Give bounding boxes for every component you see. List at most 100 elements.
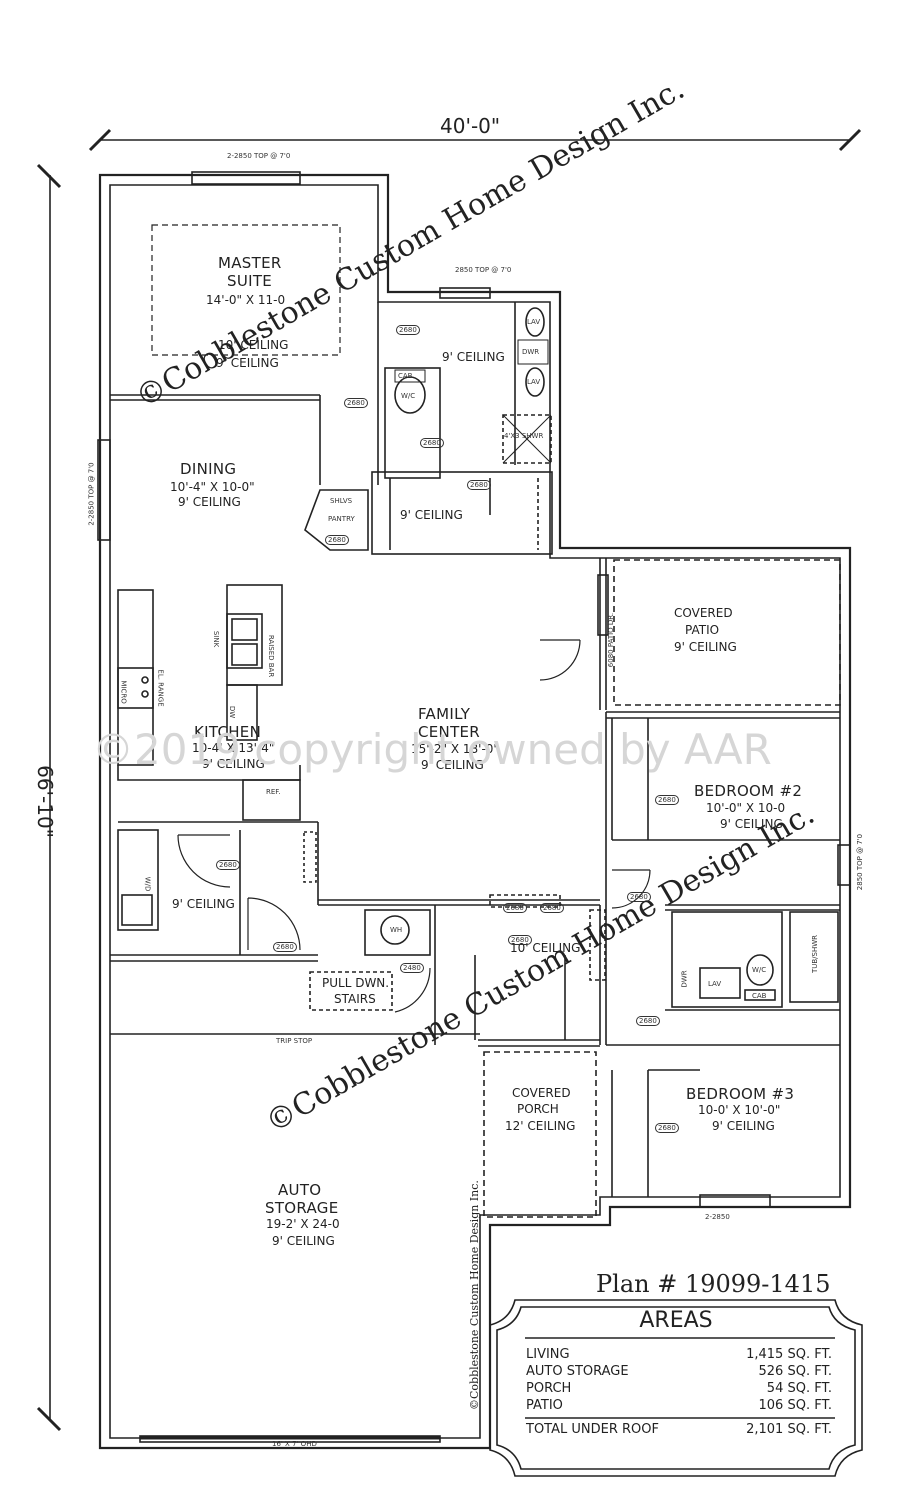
- bedroom3-ceiling: 9' CEILING: [712, 1119, 775, 1133]
- garage-size: 19-2' X 24-0: [266, 1217, 340, 1231]
- areas-row-label: PATIO: [526, 1398, 563, 1413]
- patio-name-2: PATIO: [685, 623, 720, 637]
- garage-name-1: AUTO: [278, 1181, 322, 1199]
- garage-ceiling: 9' CEILING: [272, 1234, 335, 1248]
- door-tag: 2680: [216, 860, 240, 871]
- door-tag: 2680: [627, 892, 651, 903]
- bedroom2-size: 10'-0" X 10-0: [706, 801, 786, 815]
- garage-door-label: 16' X 7' OHD: [272, 1440, 317, 1448]
- bedroom2-ceiling: 9' CEILING: [720, 817, 783, 831]
- plan-number: Plan # 19099-1415: [596, 1270, 831, 1298]
- areas-total-label: TOTAL UNDER ROOF: [526, 1422, 659, 1437]
- door-tag: 2680: [344, 398, 368, 409]
- areas-row-value: 106 SQ. FT.: [758, 1398, 832, 1413]
- family-center-name-2: CENTER: [418, 723, 481, 741]
- pantry-label: PANTRY: [328, 515, 355, 523]
- shelves-label: SHLVS: [330, 497, 353, 505]
- cab-label-2: CAB: [752, 992, 767, 1000]
- family-center-ceiling: 9' CEILING: [421, 758, 484, 772]
- master-bath-ceiling: 9' CEILING: [442, 350, 505, 364]
- door-tag: 2680: [273, 942, 297, 953]
- dwr-label-2: DWR: [680, 970, 689, 988]
- lav-label-1: LAV: [527, 318, 541, 326]
- trip-stop-label: TRIP STOP: [276, 1037, 313, 1045]
- family-center-size: 15'-2" X 18'-0": [411, 742, 499, 756]
- areas-row-label: AUTO STORAGE: [526, 1364, 629, 1379]
- bedroom3-size: 10-0' X 10'-0": [698, 1103, 781, 1117]
- areas-title: AREAS: [639, 1308, 713, 1333]
- ref-label: REF.: [266, 788, 281, 796]
- door-tag: 2680: [540, 903, 564, 914]
- areas-total-row: TOTAL UNDER ROOF 2,101 SQ. FT.: [526, 1422, 832, 1437]
- shower-label: 4'X3 SHWR: [504, 432, 544, 440]
- depth-dimension: 66'-10": [32, 765, 57, 838]
- door-tag: 2680: [467, 480, 491, 491]
- window-tag-bath: 2850 TOP @ 7'0: [455, 266, 512, 274]
- stairs-label-1: PULL DWN.: [322, 976, 390, 990]
- window-tag-dining: 2-2850 TOP @ 7'0: [87, 462, 96, 526]
- door-tag: 2680: [508, 935, 532, 946]
- door-tag: 2480: [400, 963, 424, 974]
- areas-row: LIVING 1,415 SQ. FT.: [526, 1347, 832, 1362]
- garage-name-2: STORAGE: [265, 1199, 339, 1217]
- range-label: EL. RANGE: [156, 669, 165, 707]
- tub-label: TUB/SHWR: [811, 934, 820, 974]
- areas-row: AUTO STORAGE 526 SQ. FT.: [526, 1364, 832, 1379]
- window-tag-bed3: 2-2850: [705, 1213, 730, 1221]
- kitchen-ceiling: 9' CEILING: [202, 757, 265, 771]
- door-tag: 2680: [420, 438, 444, 449]
- washer-dryer-label: W/D: [143, 876, 152, 892]
- lav-label-2: LAV: [527, 378, 541, 386]
- master-suite-name-1: MASTER: [218, 254, 282, 272]
- closet-ceiling: 9' CEILING: [400, 508, 463, 522]
- areas-row: PATIO 106 SQ. FT.: [526, 1398, 832, 1413]
- porch-ceiling: 12' CEILING: [505, 1119, 576, 1133]
- micro-label: MICRO: [119, 680, 128, 704]
- watermark-vertical: ©Cobblestone Custom Home Design Inc.: [468, 1180, 481, 1410]
- dining-ceiling: 9' CEILING: [178, 495, 241, 509]
- kitchen-name: KITCHEN: [194, 723, 262, 741]
- door-tag: 2680: [636, 1016, 660, 1027]
- wc-label-1: W/C: [401, 392, 416, 400]
- master-suite-size: 14'-0" X 11-0: [206, 293, 286, 307]
- areas-row: PORCH 54 SQ. FT.: [526, 1381, 832, 1396]
- patio-ceiling: 9' CEILING: [674, 640, 737, 654]
- areas-row-value: 54 SQ. FT.: [766, 1381, 832, 1396]
- porch-name-2: PORCH: [517, 1102, 559, 1116]
- cab-label-1: CAB: [398, 372, 413, 380]
- utility-ceiling: 9' CEILING: [172, 897, 235, 911]
- areas-total-value: 2,101 SQ. FT.: [746, 1422, 832, 1437]
- watermark-copyright: ©2019 copyright owned by AAR: [92, 725, 772, 774]
- wc-label-2: W/C: [752, 966, 767, 974]
- areas-box-frame: [489, 1299, 863, 1477]
- sink-label: SINK: [212, 630, 221, 648]
- dining-size: 10'-4" X 10-0": [170, 480, 255, 494]
- areas-row-label: PORCH: [526, 1381, 572, 1396]
- kitchen-size: 10-4' X 13'-4": [192, 741, 275, 755]
- family-center-name-1: FAMILY: [418, 705, 471, 723]
- areas-row-label: LIVING: [526, 1347, 570, 1362]
- door-tag: 2680: [503, 903, 527, 914]
- stairs-label-2: STAIRS: [334, 992, 376, 1006]
- areas-table: AREAS LIVING 1,415 SQ. FT. AUTO STORAGE …: [490, 1300, 862, 1476]
- dining-name: DINING: [180, 460, 237, 478]
- areas-row-value: 526 SQ. FT.: [758, 1364, 832, 1379]
- lav-label-3: LAV: [708, 980, 722, 988]
- bedroom3-name: BEDROOM #3: [686, 1085, 795, 1103]
- window-tag-master: 2-2850 TOP @ 7'0: [227, 152, 291, 160]
- patio-door-tag: 6080 PATIO DR.: [607, 612, 616, 668]
- door-tag: 2680: [655, 1123, 679, 1134]
- door-tag: 2680: [325, 535, 349, 546]
- patio-name-1: COVERED: [674, 606, 733, 620]
- areas-row-value: 1,415 SQ. FT.: [746, 1347, 832, 1362]
- window-tag-bed2: 2850 TOP @ 7'0: [856, 833, 865, 891]
- raised-bar-label: RAISED BAR: [267, 634, 276, 678]
- door-tag: 2680: [396, 325, 420, 336]
- dishwasher-label: DW: [228, 705, 237, 719]
- door-tag: 2680: [655, 795, 679, 806]
- dwr-label-1: DWR: [522, 348, 540, 356]
- width-dimension: 40'-0": [440, 114, 501, 138]
- water-heater-label: WH: [390, 926, 403, 934]
